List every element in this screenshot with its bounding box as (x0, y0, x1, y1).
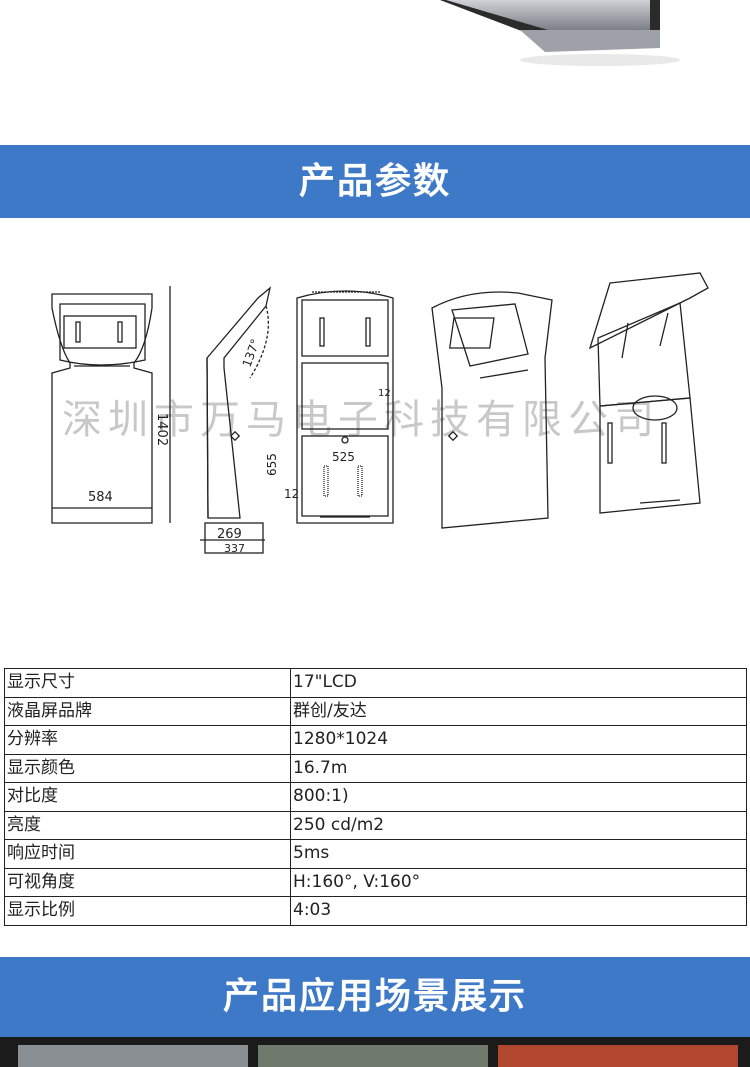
spec-label: 响应时间 (4, 839, 291, 869)
spec-value: 16.7m (290, 753, 747, 783)
technical-drawing: 深圳市万马电子科技有限公司 584 1402 137° 655 269 337 (0, 218, 750, 658)
table-row: 显示比例 4:03 (4, 896, 747, 926)
dim-lower-height: 655 (265, 453, 279, 476)
spec-label: 液晶屏品牌 (4, 696, 291, 726)
spec-label: 显示颜色 (4, 753, 291, 783)
spec-label: 可视角度 (4, 867, 291, 897)
scene-photo-strip (0, 1037, 750, 1067)
kiosk-base-image (440, 0, 680, 66)
table-row: 显示尺寸 17"LCD (4, 668, 747, 698)
section-title-params: 产品参数 (298, 161, 451, 202)
dim-depth-top: 269 (217, 527, 242, 542)
table-row: 亮度 250 cd/m2 (4, 810, 747, 840)
spec-value: 5ms (290, 839, 747, 869)
spec-label: 显示尺寸 (4, 668, 291, 698)
spec-value: 群创/友达 (290, 696, 747, 726)
dim-offset-b: 12 (284, 487, 299, 501)
spec-value: 4:03 (290, 896, 747, 926)
spec-label: 亮度 (4, 810, 291, 840)
spec-value: H:160°, V:160° (290, 867, 747, 897)
scene-photo (498, 1045, 738, 1067)
table-row: 显示颜色 16.7m (4, 753, 747, 783)
table-row: 液晶屏品牌 群创/友达 (4, 696, 747, 726)
spec-value: 1280*1024 (290, 725, 747, 755)
section-banner-scenes: 产品应用场景展示 (0, 957, 750, 1037)
spec-value: 800:1) (290, 782, 747, 812)
spec-value: 250 cd/m2 (290, 810, 747, 840)
section-title-scenes: 产品应用场景展示 (222, 976, 527, 1017)
spec-label: 对比度 (4, 782, 291, 812)
table-row: 可视角度 H:160°, V:160° (4, 867, 747, 897)
drawing-rear-view: 525 12 (296, 290, 394, 524)
drawing-3d-closed (431, 291, 553, 529)
dim-depth-base: 337 (224, 542, 245, 555)
table-row: 分辨率 1280*1024 (4, 725, 747, 755)
drawing-3d-open (588, 272, 709, 514)
dim-width-front: 584 (88, 490, 113, 505)
scene-photo (258, 1045, 488, 1067)
table-row: 响应时间 5ms (4, 839, 747, 869)
dim-height-total: 1402 (154, 413, 169, 446)
watermark-text: 深圳市万马电子科技有限公司 (62, 397, 660, 443)
spec-label: 显示比例 (4, 896, 291, 926)
dim-inner-width: 525 (332, 450, 355, 464)
spec-value: 17"LCD (290, 668, 747, 698)
spec-table: 显示尺寸 17"LCD 液晶屏品牌 群创/友达 分辨率 1280*1024 显示… (4, 668, 747, 926)
spec-label: 分辨率 (4, 725, 291, 755)
scene-photo (18, 1045, 248, 1067)
section-banner-params: 产品参数 (0, 145, 750, 218)
drawing-front-view: 584 1402 (51, 286, 171, 524)
dim-angle: 137° (240, 337, 263, 369)
product-photo-top (0, 0, 750, 145)
table-row: 对比度 800:1) (4, 782, 747, 812)
kiosk-drawings: 深圳市万马电子科技有限公司 584 1402 137° 655 269 337 (51, 272, 709, 555)
dim-offset-a: 12 (378, 388, 391, 399)
